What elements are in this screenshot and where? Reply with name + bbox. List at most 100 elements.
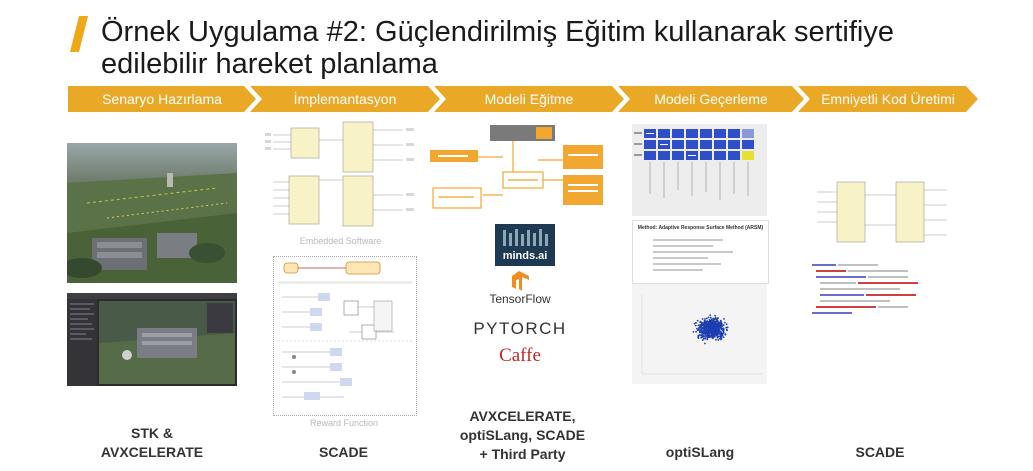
- scatter-point: [714, 314, 716, 317]
- tool-label-line: optiSLang, SCADE: [459, 427, 586, 443]
- minds-ai-logo: minds.ai: [495, 224, 555, 266]
- scatter-point: [699, 334, 702, 337]
- scatter-point: [722, 336, 725, 338]
- training-architecture-diagram: [428, 120, 605, 215]
- scatter-point: [696, 327, 698, 330]
- step-label: Senaryo Hazırlama: [102, 91, 222, 107]
- scatter-point: [710, 324, 712, 326]
- title-line-1: Örnek Uygulama #2: Güçlendirilmiş Eğitim…: [101, 16, 894, 48]
- scatter-point: [697, 329, 700, 331]
- scatter-point: [716, 320, 719, 322]
- tool-label-line: + Third Party: [479, 446, 566, 462]
- step-emniyetli-kod: Emniyetli Kod Üretimi: [798, 86, 978, 112]
- scatter-point: [725, 326, 728, 329]
- generated-code-listing: [812, 262, 957, 320]
- scatter-point: [697, 324, 700, 327]
- scatter-point: [705, 334, 708, 337]
- scatter-point: [713, 329, 715, 332]
- scatter-point: [714, 322, 716, 325]
- tool-label-implementation: SCADE: [318, 444, 368, 460]
- title-line-2: edilebilir hareket planlama: [101, 48, 438, 80]
- scatter-point: [721, 324, 723, 326]
- arsm-method-panel: Method: Adaptive Response Surface Method…: [632, 220, 769, 284]
- scatter-point: [705, 321, 708, 324]
- scatter-point: [713, 320, 716, 323]
- scatter-point: [710, 319, 713, 322]
- scatter-point: [698, 331, 701, 334]
- embedded-software-caption: Embedded Software: [299, 236, 382, 246]
- scatter-point: [705, 332, 708, 335]
- scatter-point: [709, 314, 712, 317]
- scatter-point: [704, 336, 706, 338]
- scatter-point: [701, 339, 704, 341]
- step-modeli-gecerleme: Modeli Geçerleme: [618, 86, 804, 112]
- scatter-point: [716, 329, 719, 332]
- scatter-point: [717, 339, 720, 341]
- tool-label-validation: optiSLang: [665, 444, 735, 460]
- scatter-point: [700, 330, 703, 332]
- tensorflow-text: TensorFlow: [489, 292, 551, 306]
- process-steps-bar: Senaryo Hazırlama İmplemantasyon Modeli …: [68, 86, 978, 112]
- scatter-point: [712, 336, 714, 339]
- step-label: İmplemantasyon: [293, 91, 397, 107]
- scenario-simulator-screenshot: [67, 293, 237, 386]
- scatter-point: [707, 321, 709, 323]
- scatter-point: [707, 331, 710, 333]
- scatter-point: [709, 316, 712, 319]
- scatter-point: [703, 328, 705, 330]
- scatter-point: [694, 324, 697, 327]
- scatter-point: [695, 330, 697, 333]
- scatter-point: [714, 325, 717, 328]
- minds-ai-text: minds.ai: [502, 250, 548, 262]
- step-label: Emniyetli Kod Üretimi: [821, 91, 955, 107]
- scatter-point: [714, 334, 716, 337]
- page-title: Örnek Uygulama #2: Güçlendirilmiş Eğitim…: [101, 16, 894, 80]
- scatter-point: [701, 334, 704, 337]
- scatter-point: [715, 338, 717, 341]
- scatter-point: [722, 327, 725, 330]
- title-accent-slash: [70, 16, 88, 52]
- scatter-point: [704, 334, 707, 336]
- scatter-point: [704, 337, 707, 340]
- tool-label-codegen: SCADE: [855, 444, 905, 460]
- scatter-point: [716, 327, 718, 330]
- reward-function-diagram: [273, 256, 417, 416]
- scatter-point: [704, 325, 707, 327]
- step-label: Modeli Geçerleme: [654, 91, 768, 107]
- reward-function-caption: Reward Function: [309, 418, 379, 428]
- tool-label-line: STK &: [131, 425, 173, 441]
- scatter-point: [693, 322, 696, 325]
- scatter-point: [695, 321, 697, 324]
- scenario-aerial-image: [67, 143, 237, 283]
- scatter-point: [706, 328, 708, 331]
- scatter-point: [726, 329, 728, 332]
- scatter-point: [725, 323, 728, 326]
- scatter-point: [723, 318, 725, 320]
- pytorch-text: PYTORCH: [473, 319, 567, 338]
- step-implementasyon: İmplemantasyon: [250, 86, 440, 112]
- scatter-point: [701, 327, 704, 330]
- scatter-point: [697, 337, 700, 339]
- scatter-point: [711, 335, 713, 338]
- scatter-point: [712, 324, 715, 326]
- scatter-point: [724, 333, 727, 336]
- scatter-point: [708, 323, 710, 326]
- caffe-text: Caffe: [499, 345, 541, 366]
- scatter-point: [692, 331, 695, 333]
- scatter-point: [719, 335, 722, 337]
- scatter-point: [703, 335, 705, 337]
- scatter-point: [704, 318, 706, 320]
- scatter-point: [698, 326, 700, 329]
- step-label: Modeli Eğitme: [484, 91, 574, 107]
- scatter-point: [718, 322, 721, 325]
- scatter-point: [712, 319, 715, 322]
- step-modeli-egitme: Modeli Eğitme: [434, 86, 624, 112]
- scatter-point: [714, 318, 717, 320]
- scatter-plot-image: [632, 284, 767, 384]
- scatter-point: [715, 331, 718, 334]
- scatter-point: [704, 342, 706, 345]
- scatter-point: [702, 331, 704, 334]
- scatter-point: [715, 334, 718, 337]
- scatter-point: [720, 320, 722, 323]
- scatter-point: [711, 329, 714, 332]
